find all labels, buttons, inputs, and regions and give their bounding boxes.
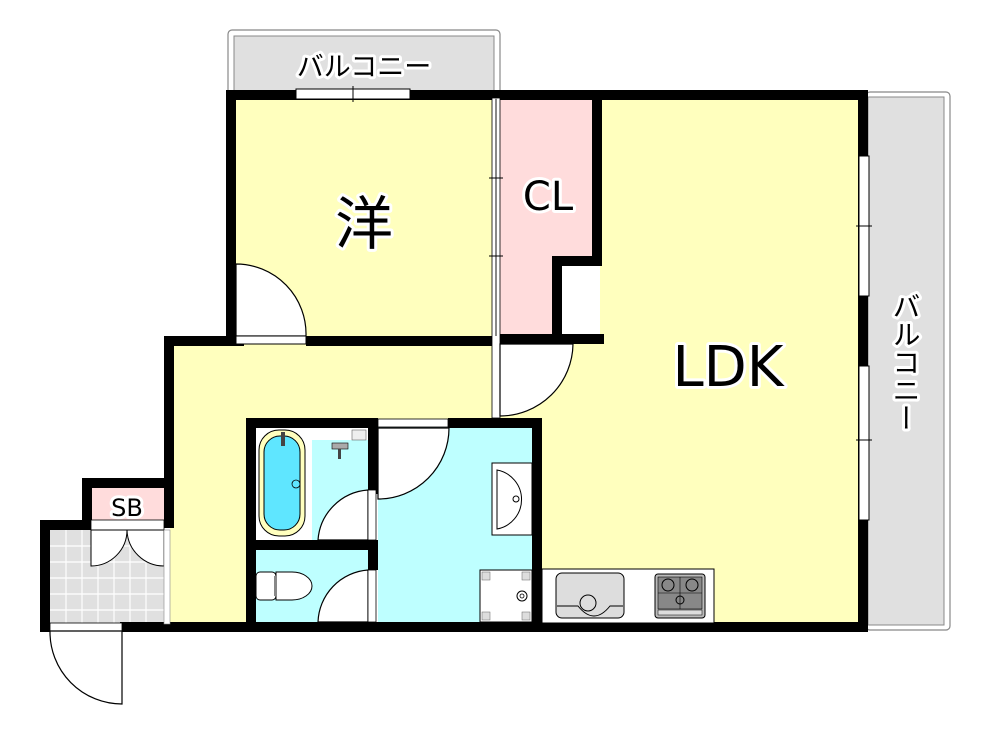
door-washroom[interactable] (377, 418, 450, 500)
bathtub-icon (256, 428, 312, 540)
balcony-right-label: バルコニー (889, 292, 922, 432)
door-bathroom[interactable] (317, 489, 377, 541)
window-top (295, 86, 411, 102)
entrance-step (163, 529, 171, 625)
door-shoe-box[interactable] (90, 519, 165, 567)
window-right-1 (856, 155, 872, 297)
kitchen-sink-icon (555, 572, 625, 619)
shoe-box-label: SB (111, 494, 143, 522)
entrance-genkan (50, 530, 164, 624)
ldk-label: LDK (672, 335, 784, 400)
balcony-top-label: バルコニー (297, 52, 431, 83)
window-right-2 (856, 365, 872, 521)
closet (500, 98, 596, 338)
balcony-right (865, 91, 951, 631)
gas-stove-icon (654, 573, 706, 619)
closet-sliding-door[interactable] (489, 97, 503, 419)
walls (40, 90, 868, 632)
balcony-top (227, 29, 501, 97)
door-western-room[interactable] (235, 263, 307, 345)
door-toilet[interactable] (317, 569, 377, 623)
western-room-label: 洋 (335, 190, 393, 258)
shoe-box (90, 486, 164, 520)
washing-machine-icon (479, 569, 533, 623)
closet-label: CL (523, 174, 574, 220)
hallway (170, 342, 496, 626)
shower-faucet-icon (312, 428, 368, 459)
toilet-icon (255, 571, 313, 601)
washbasin-icon (491, 462, 533, 536)
ldk-room (496, 98, 862, 626)
door-entrance[interactable] (49, 622, 123, 705)
door-ldk[interactable] (499, 343, 574, 417)
